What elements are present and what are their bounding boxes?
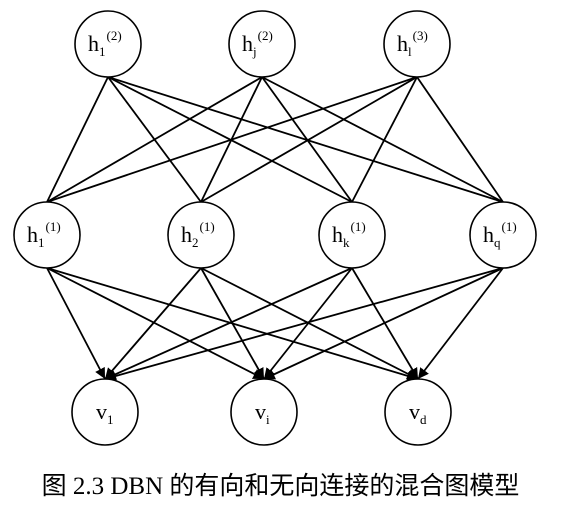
node-circle bbox=[230, 378, 298, 446]
arrow-h1_1-vi bbox=[46, 267, 265, 380]
node-circle bbox=[383, 10, 451, 78]
arrow-h1_1-v1 bbox=[46, 267, 106, 380]
node-circle bbox=[71, 378, 139, 446]
edges bbox=[46, 76, 504, 382]
node-label-superscript: (2) bbox=[258, 28, 273, 43]
node-label-base: h bbox=[181, 222, 192, 247]
arrow-h2_1-vi bbox=[200, 267, 265, 380]
node-circle bbox=[469, 201, 537, 269]
node-label: h1(1) bbox=[27, 219, 61, 250]
node-circle bbox=[13, 201, 81, 269]
node-label-subscript: d bbox=[420, 412, 427, 427]
node-circle bbox=[228, 10, 296, 78]
edge-h1_2-h1_1 bbox=[46, 76, 109, 203]
node-label-base: h bbox=[242, 31, 253, 56]
node-h1_2: h1(2) bbox=[74, 10, 142, 78]
node-circle bbox=[167, 201, 235, 269]
node-hj_2: hj(2) bbox=[228, 10, 296, 78]
node-label-subscript: 1 bbox=[99, 44, 106, 59]
node-h2_1: h2(1) bbox=[167, 201, 235, 269]
node-label-subscript: i bbox=[266, 412, 270, 427]
node-vi: vi bbox=[230, 378, 298, 446]
arrow-h2_1-v1 bbox=[104, 267, 202, 380]
node-label: vi bbox=[255, 399, 270, 427]
node-label-subscript: 2 bbox=[192, 235, 199, 250]
edge-hj_2-h1_1 bbox=[46, 76, 263, 203]
arrow-hq_1-v1 bbox=[104, 267, 504, 382]
node-label: v1 bbox=[96, 399, 114, 427]
node-label-subscript: j bbox=[252, 44, 257, 59]
node-hl_3: hl(3) bbox=[383, 10, 451, 78]
node-hq_1: hq(1) bbox=[469, 201, 537, 269]
node-circle bbox=[74, 10, 142, 78]
node-label-superscript: (1) bbox=[46, 219, 61, 234]
node-label: hj(2) bbox=[242, 28, 273, 59]
node-vd: vd bbox=[384, 378, 452, 446]
edge-hj_2-hq_1 bbox=[261, 76, 504, 203]
node-label: hq(1) bbox=[483, 219, 517, 250]
node-v1: v1 bbox=[71, 378, 139, 446]
edge-hl_3-h1_1 bbox=[46, 76, 418, 203]
node-label-subscript: l bbox=[408, 44, 412, 59]
node-hk_1: hk(1) bbox=[318, 201, 386, 269]
arrow-hq_1-vi bbox=[263, 267, 504, 380]
node-label-subscript: 1 bbox=[107, 412, 114, 427]
edge-hl_3-hk_1 bbox=[351, 76, 418, 203]
node-label-base: v bbox=[409, 399, 420, 424]
node-label-superscript: (1) bbox=[502, 219, 517, 234]
node-label-subscript: 1 bbox=[38, 235, 45, 250]
node-label-subscript: q bbox=[494, 235, 501, 250]
node-label-superscript: (2) bbox=[107, 28, 122, 43]
node-h1_1: h1(1) bbox=[13, 201, 81, 269]
node-label-base: v bbox=[96, 399, 107, 424]
node-circle bbox=[318, 201, 386, 269]
node-label: vd bbox=[409, 399, 427, 427]
node-label: hk(1) bbox=[332, 219, 366, 250]
edge-hj_2-hk_1 bbox=[261, 76, 353, 203]
node-label-base: h bbox=[397, 31, 408, 56]
node-label-base: h bbox=[332, 222, 343, 247]
edge-h1_2-hq_1 bbox=[107, 76, 504, 203]
node-label-subscript: k bbox=[343, 235, 350, 250]
node-label-base: h bbox=[88, 31, 99, 56]
arrow-hq_1-vd bbox=[417, 267, 504, 380]
node-label-superscript: (1) bbox=[351, 219, 366, 234]
node-label: h2(1) bbox=[181, 219, 215, 250]
arrow-hk_1-v1 bbox=[104, 267, 353, 380]
arrow-h2_1-vd bbox=[200, 267, 419, 380]
node-label-superscript: (3) bbox=[413, 28, 428, 43]
node-label-base: h bbox=[27, 222, 38, 247]
node-label: hl(3) bbox=[397, 28, 428, 59]
node-label-superscript: (1) bbox=[200, 219, 215, 234]
node-label-base: h bbox=[483, 222, 494, 247]
arrow-hk_1-vi bbox=[263, 267, 353, 380]
node-circle bbox=[384, 378, 452, 446]
figure-caption: 图 2.3 DBN 的有向和无向连接的混合图模型 bbox=[41, 473, 520, 500]
node-label: h1(2) bbox=[88, 28, 122, 59]
edge-hl_3-hq_1 bbox=[416, 76, 504, 203]
edge-hl_3-h2_1 bbox=[200, 76, 418, 203]
node-label-base: v bbox=[255, 399, 266, 424]
